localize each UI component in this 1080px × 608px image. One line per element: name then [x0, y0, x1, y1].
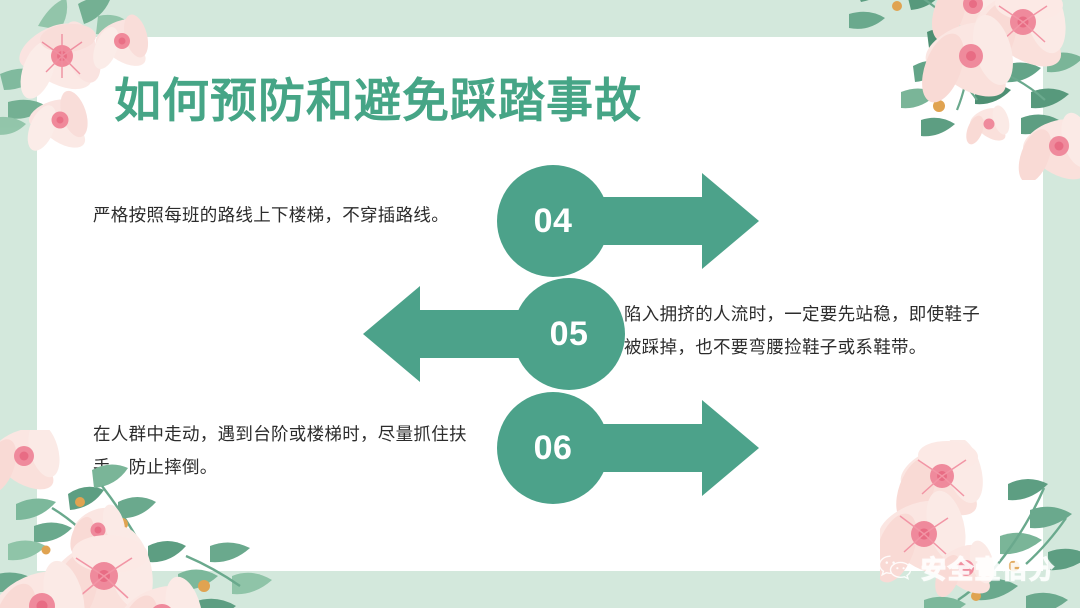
- arrow-left-icon: [363, 278, 625, 390]
- arrow-right-icon: [497, 165, 759, 277]
- page-title: 如何预防和避免踩踏事故: [114, 74, 642, 127]
- step-row-05: 05 陷入拥挤的人流时，一定要先站稳，即使鞋子被踩掉，也不要弯腰捡鞋子或系鞋带。: [0, 278, 1080, 390]
- step-04-text: 严格按照每班的路线上下楼梯，不穿插路线。: [93, 205, 449, 225]
- step-row-06: 在人群中走动，遇到台阶或楼梯时，尽量抓住扶手，防止摔倒。 06: [0, 392, 1080, 504]
- step-06-text: 在人群中走动，遇到台阶或楼梯时，尽量抓住扶手，防止摔倒。: [93, 424, 467, 477]
- step-05-text: 陷入拥挤的人流时，一定要先站稳，即使鞋子被踩掉，也不要弯腰捡鞋子或系鞋带。: [624, 304, 980, 357]
- arrow-right-icon: [497, 392, 759, 504]
- watermark: 安全壹佰分: [878, 550, 1056, 586]
- step-06-arrow[interactable]: 06: [497, 392, 767, 504]
- step-04-arrow[interactable]: 04: [497, 165, 767, 277]
- step-05-arrow[interactable]: 05: [355, 278, 625, 390]
- wechat-icon: [878, 555, 912, 580]
- watermark-text: 安全壹佰分: [920, 555, 1056, 584]
- step-row-04: 严格按照每班的路线上下楼梯，不穿插路线。 04: [0, 165, 1080, 277]
